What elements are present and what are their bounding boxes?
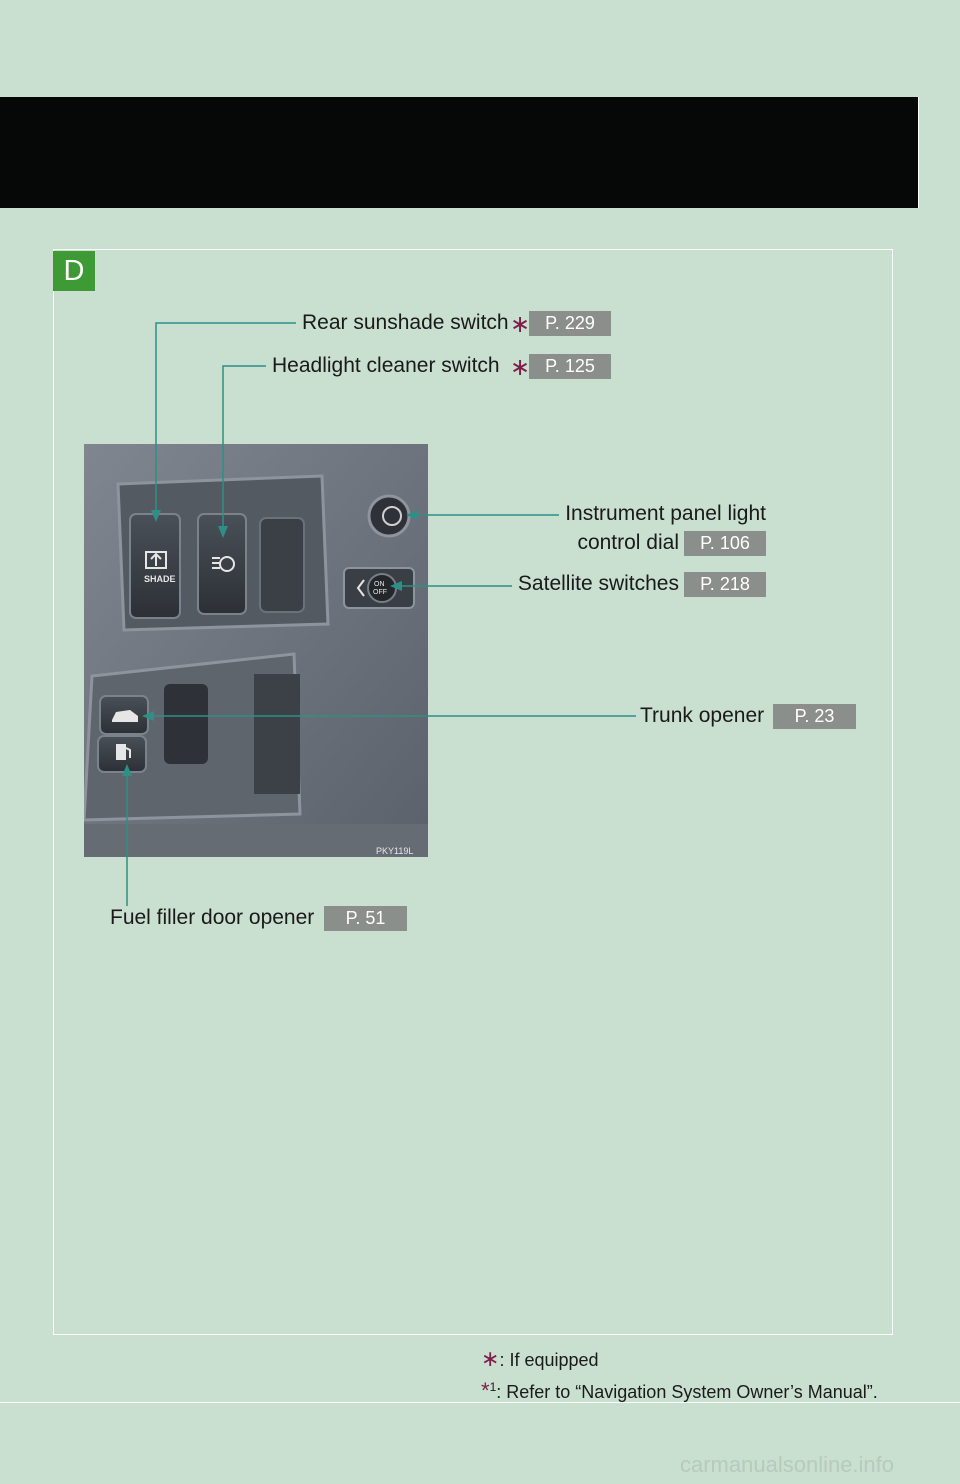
header-band [0, 97, 918, 208]
footnote-navigation: *1: Refer to “Navigation System Owner’s … [481, 1376, 878, 1403]
trunk-label: Trunk opener [640, 704, 765, 727]
satellite-page-link[interactable]: P. 218 [684, 572, 766, 597]
footnote-star: * [481, 1378, 490, 1403]
footnote-superscript: 1 [489, 1380, 497, 1394]
satellite-label: Satellite switches [517, 572, 679, 595]
headlight-cleaner-button [197, 513, 247, 615]
content-panel [53, 249, 893, 1335]
rear-sunshade-asterisk: ∗ [510, 311, 531, 338]
dial-text-on: ON [374, 581, 385, 588]
leader-headlight-cleaner [222, 365, 266, 532]
instrument-panel-label-line2: control dial [577, 531, 679, 554]
fuel-page-link[interactable]: P. 51 [324, 906, 407, 931]
footnote-asterisk: ∗ [481, 1346, 500, 1371]
dial-text-off: OFF [373, 589, 387, 596]
watermark: carmanualsonline.info [680, 1452, 895, 1477]
footnote-if-equipped: ∗: If equipped [481, 1348, 599, 1371]
section-tab: D [53, 251, 95, 291]
shade-button-text: SHADE [144, 574, 176, 584]
headlight-cleaner-asterisk: ∗ [510, 354, 531, 381]
switch-panel-photo: SHADE ON OFF PKY119L [84, 444, 428, 857]
footnote-navigation-text: : Refer to “Navigation System Owner’s Ma… [496, 1382, 878, 1402]
footer-rule [0, 1402, 960, 1403]
fuel-label: Fuel filler door opener [110, 906, 315, 929]
rear-sunshade-page-link[interactable]: P. 229 [529, 311, 611, 336]
photo-code: PKY119L [376, 846, 413, 856]
trunk-page-link[interactable]: P. 23 [773, 704, 856, 729]
rear-sunshade-label: Rear sunshade switch [302, 311, 509, 334]
instrument-panel-label-line1: Instrument panel light [565, 502, 766, 525]
headlight-cleaner-label: Headlight cleaner switch [272, 354, 500, 377]
headlight-cleaner-page-link[interactable]: P. 125 [529, 354, 611, 379]
leader-rear-sunshade [155, 322, 296, 516]
footnote-if-equipped-text: : If equipped [499, 1350, 599, 1370]
instrument-panel-page-link[interactable]: P. 106 [684, 531, 766, 556]
